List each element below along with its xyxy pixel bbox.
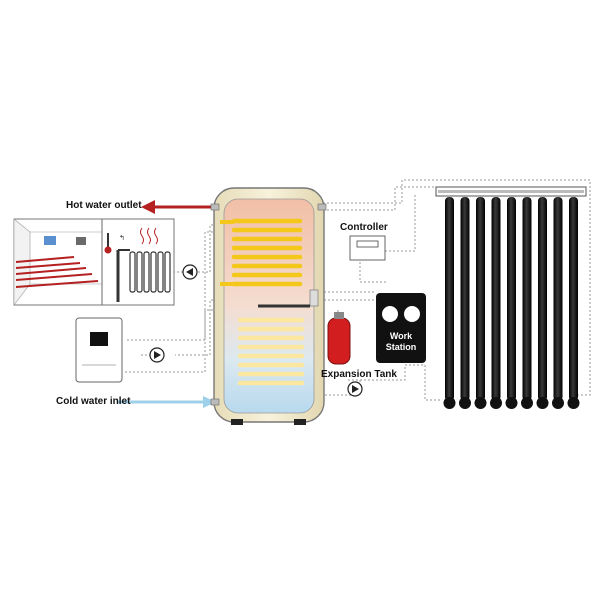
collector-tube <box>522 197 532 401</box>
collector-tube-end-cap <box>552 397 564 409</box>
collector-tube-end-cap <box>505 397 518 409</box>
collector-tube-end-cap <box>521 397 533 409</box>
collector-tube-end-cap <box>490 397 502 409</box>
collector-tube-end-cap <box>567 397 580 409</box>
heated-room: ↰ <box>13 218 175 306</box>
tap-icon: ↰ <box>119 234 125 242</box>
thermometer-icon <box>104 233 112 254</box>
pump-icon <box>182 264 198 280</box>
cold-water-inlet-pipe <box>118 396 216 408</box>
upper-heat-exchanger-coil <box>231 218 303 287</box>
expansion-tank <box>327 312 351 365</box>
heat-wave-icon <box>140 227 158 245</box>
pump-icon <box>347 381 363 397</box>
controller-unit <box>349 235 386 261</box>
expansion-tank-label: Expansion Tank <box>321 369 397 380</box>
piping-network <box>125 179 591 401</box>
work-station-label-line1: Work <box>389 331 413 341</box>
collector-tube-end-cap <box>459 397 471 409</box>
collector-tube-end-cap <box>474 397 487 409</box>
collector-tube <box>507 197 516 401</box>
radiator-icon <box>129 251 171 293</box>
collector-tube <box>569 197 578 401</box>
solar-heat-exchanger-coil <box>237 317 305 386</box>
collector-tube <box>491 197 501 401</box>
wall-panel-icon <box>44 236 56 245</box>
collector-tube <box>476 197 485 401</box>
collector-tube <box>445 197 454 401</box>
pump-icon <box>149 347 165 363</box>
cold-water-inlet-label: Cold water inlet <box>56 396 131 407</box>
floor-heating-loops <box>15 256 99 288</box>
collector-tube <box>538 197 547 401</box>
boiler-icon <box>75 317 123 383</box>
collector-tube-end-cap <box>536 397 549 409</box>
hot-water-outlet-pipe <box>141 200 216 214</box>
work-station-label-line2: Station <box>385 342 417 352</box>
collector-tube-end-cap <box>443 397 456 409</box>
hot-water-outlet-label: Hot water outlet <box>66 200 142 211</box>
storage-tank <box>210 187 327 425</box>
thermostat-icon <box>76 237 86 245</box>
evacuated-tube-collector <box>435 186 587 409</box>
collector-tube <box>553 197 563 401</box>
collector-tube <box>460 197 470 401</box>
work-station <box>376 293 426 363</box>
controller-label: Controller <box>340 222 388 233</box>
work-station-label: Work Station <box>376 331 426 353</box>
